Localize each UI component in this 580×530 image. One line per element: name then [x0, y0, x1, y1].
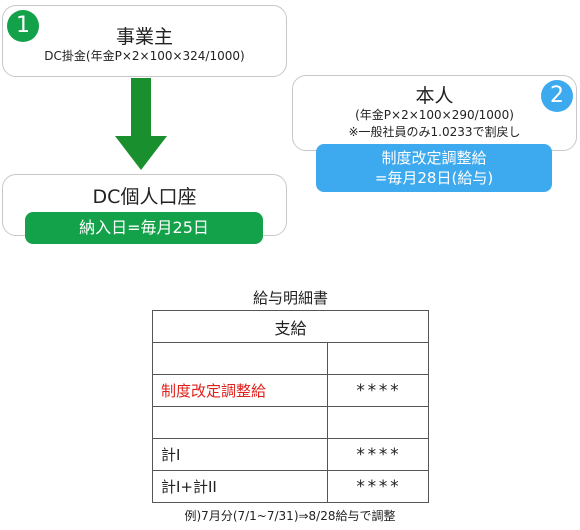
table-row: [152, 406, 429, 439]
row-value: [327, 406, 429, 439]
row-value: [327, 342, 429, 375]
down-arrow-icon: [115, 78, 167, 170]
employer-box: [2, 5, 287, 77]
employee-formula: (年金P×2×100×290/1000): [355, 108, 514, 122]
payslip-footnote: 例)7月分(7/1~7/31)⇒8/28給与で調整: [184, 509, 396, 523]
employee-title: 本人: [415, 85, 454, 107]
row-label: 計I: [152, 438, 328, 471]
step-1-badge: 1: [7, 10, 39, 42]
table-row: 計I+計II ****: [152, 470, 429, 503]
payslip-caption: 給与明細書: [252, 289, 328, 307]
row-label: [152, 406, 328, 439]
table-row: 制度改定調整給 ****: [152, 374, 429, 407]
step-2-badge: 2: [541, 80, 573, 112]
table-row: [152, 342, 429, 375]
employer-title: 事業主: [115, 26, 173, 48]
table-header-row: 支給: [152, 310, 429, 343]
table-row: 計I ****: [152, 438, 429, 471]
employer-formula: DC掛金(年金P×2×100×324/1000): [44, 49, 245, 63]
payslip-header: 支給: [152, 310, 429, 343]
row-label: 計I+計II: [152, 470, 328, 503]
row-value: ****: [327, 374, 429, 407]
adjustment-pay-label: 制度改定調整給: [381, 149, 487, 167]
adjustment-pay-date: =毎月28日(給与): [374, 169, 494, 187]
dc-account-title: DC個人口座: [92, 186, 197, 208]
employee-note: ※一般社員のみ1.0233で割戻し: [348, 125, 521, 139]
row-label: 制度改定調整給: [152, 374, 328, 407]
row-value: ****: [327, 470, 429, 503]
payment-date-pill: 納入日=毎月25日: [25, 212, 263, 244]
adjustment-pay-pill: 制度改定調整給 =毎月28日(給与): [316, 144, 552, 192]
payslip-table: 支給 制度改定調整給 **** 計I **** 計I+計II ****: [152, 310, 429, 503]
row-value: ****: [327, 438, 429, 471]
row-label: [152, 342, 328, 375]
